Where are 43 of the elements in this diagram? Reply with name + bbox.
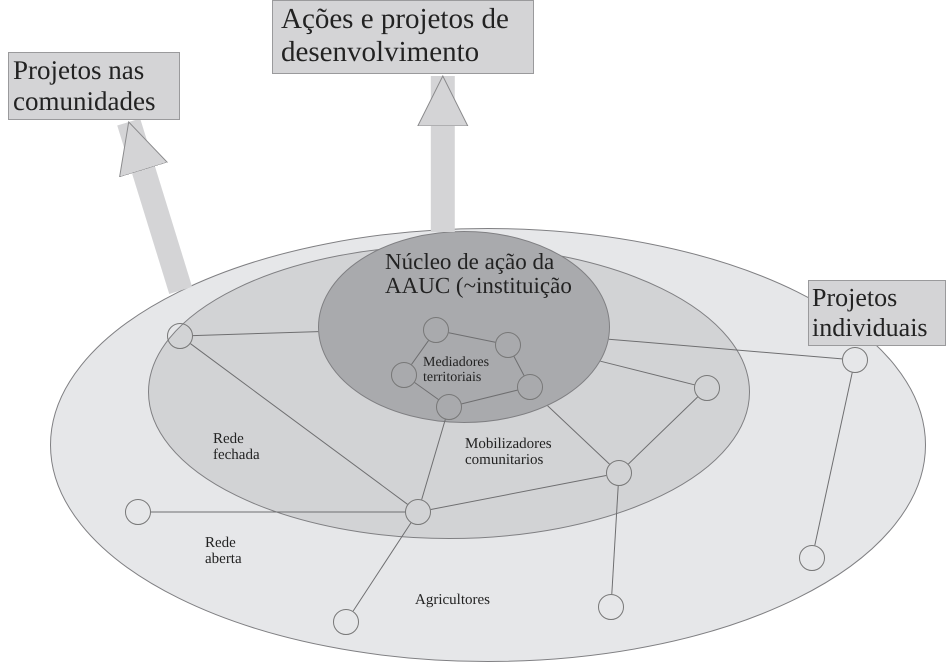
connector-line	[352, 522, 412, 612]
region-label: Mediadores territoriais	[423, 356, 490, 386]
actor-circle	[436, 394, 462, 420]
connector-line	[414, 382, 439, 400]
region-label: Rede aberta	[205, 536, 243, 568]
block-arrow	[417, 76, 468, 232]
actor-circle	[423, 317, 449, 343]
actor-circle	[694, 375, 720, 401]
actor-circle	[125, 499, 151, 525]
block-arrow	[117, 118, 192, 294]
connector-line	[628, 396, 698, 464]
actor-circle	[842, 347, 868, 373]
actor-circle	[495, 332, 521, 358]
ellipse-region	[318, 231, 610, 423]
connector-line	[448, 332, 496, 343]
connector-line	[461, 390, 518, 404]
text-box: Projetos nas comunidades	[8, 52, 180, 120]
region-label: Mobilizadores comunitarios	[465, 437, 553, 468]
region-label: Agricultores	[415, 593, 491, 609]
connector-line	[608, 338, 842, 360]
connector-line	[430, 475, 607, 510]
actor-circle	[333, 609, 359, 635]
connector-line	[421, 419, 446, 500]
connector-line	[190, 343, 408, 505]
connector-line	[514, 356, 524, 376]
connector-line	[611, 486, 619, 594]
connector-line	[192, 331, 319, 336]
actor-circle	[405, 499, 431, 525]
actor-circle	[799, 545, 825, 571]
connector-line	[411, 340, 429, 365]
connector-line	[814, 372, 853, 546]
actor-circle	[606, 460, 632, 486]
actor-circle	[391, 362, 417, 388]
text-box: Projetos individuais	[808, 280, 946, 346]
text-box: Ações e projetos de desenvolvimento	[272, 0, 534, 74]
connector-line	[600, 360, 695, 386]
actor-circle	[598, 594, 624, 620]
region-label: Rede fechada	[213, 432, 261, 464]
actor-circle	[167, 323, 193, 349]
connector-line	[547, 405, 610, 465]
actor-circle	[517, 374, 543, 400]
region-title: Núcleo de ação da AAUC (~instituição	[385, 250, 573, 298]
ellipse-region	[50, 228, 926, 662]
